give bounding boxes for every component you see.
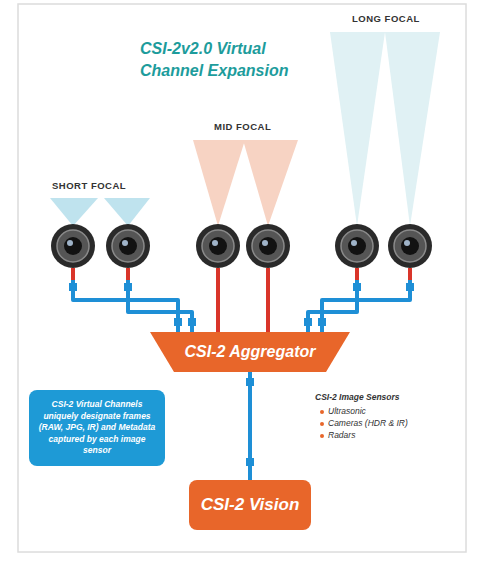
wire-connector xyxy=(353,283,361,291)
mid-focal-beam xyxy=(193,140,245,226)
wire-connector xyxy=(69,283,77,291)
camera xyxy=(388,224,432,268)
wire xyxy=(73,268,178,332)
group-label: SHORT FOCAL xyxy=(52,180,126,191)
list-item: Ultrasonic xyxy=(328,406,366,416)
wire xyxy=(216,268,220,332)
bullet xyxy=(320,422,324,426)
bullet xyxy=(320,410,324,414)
wire xyxy=(126,268,130,280)
camera xyxy=(335,224,379,268)
frame xyxy=(18,4,466,552)
connector xyxy=(248,372,252,480)
list-heading: CSI-2 Image Sensors xyxy=(315,392,400,402)
long-focal-beam xyxy=(385,32,440,226)
camera xyxy=(106,224,150,268)
wire xyxy=(266,268,270,332)
mid-focal-beam xyxy=(243,140,298,226)
wire-connector xyxy=(188,318,196,326)
wire xyxy=(355,268,359,280)
wire xyxy=(408,268,412,280)
group-label: LONG FOCAL xyxy=(352,13,420,24)
wire-connector xyxy=(124,283,132,291)
wire-connector xyxy=(406,283,414,291)
list-item: Radars xyxy=(328,430,355,440)
camera xyxy=(51,224,95,268)
bullet xyxy=(320,434,324,438)
node-label: CSI-2 Vision xyxy=(201,495,300,515)
long-focal-beam xyxy=(330,32,385,226)
cameras xyxy=(51,224,432,268)
group-label: MID FOCAL xyxy=(214,121,271,132)
wire-connector xyxy=(174,318,182,326)
wire xyxy=(71,268,75,280)
camera xyxy=(246,224,290,268)
node-label: CSI-2 Aggregator xyxy=(185,342,316,361)
wire xyxy=(322,268,410,332)
camera xyxy=(196,224,240,268)
wire xyxy=(128,268,192,332)
wire-connector xyxy=(304,318,312,326)
short-focal-beam xyxy=(104,198,150,226)
aggregator-trapezoid: CSI-2 Aggregator xyxy=(150,332,350,372)
short-focal-beam xyxy=(50,198,98,226)
note-text: CSI-2 Virtual Channels uniquely designat… xyxy=(37,399,157,456)
title: CSI-2v2.0 Virtual Channel Expansion xyxy=(140,38,315,81)
wire-connector xyxy=(318,318,326,326)
note-box: CSI-2 Virtual Channels uniquely designat… xyxy=(29,390,165,466)
list-item: Cameras (HDR & IR) xyxy=(328,418,408,428)
process-box: CSI-2 Vision xyxy=(189,480,312,530)
